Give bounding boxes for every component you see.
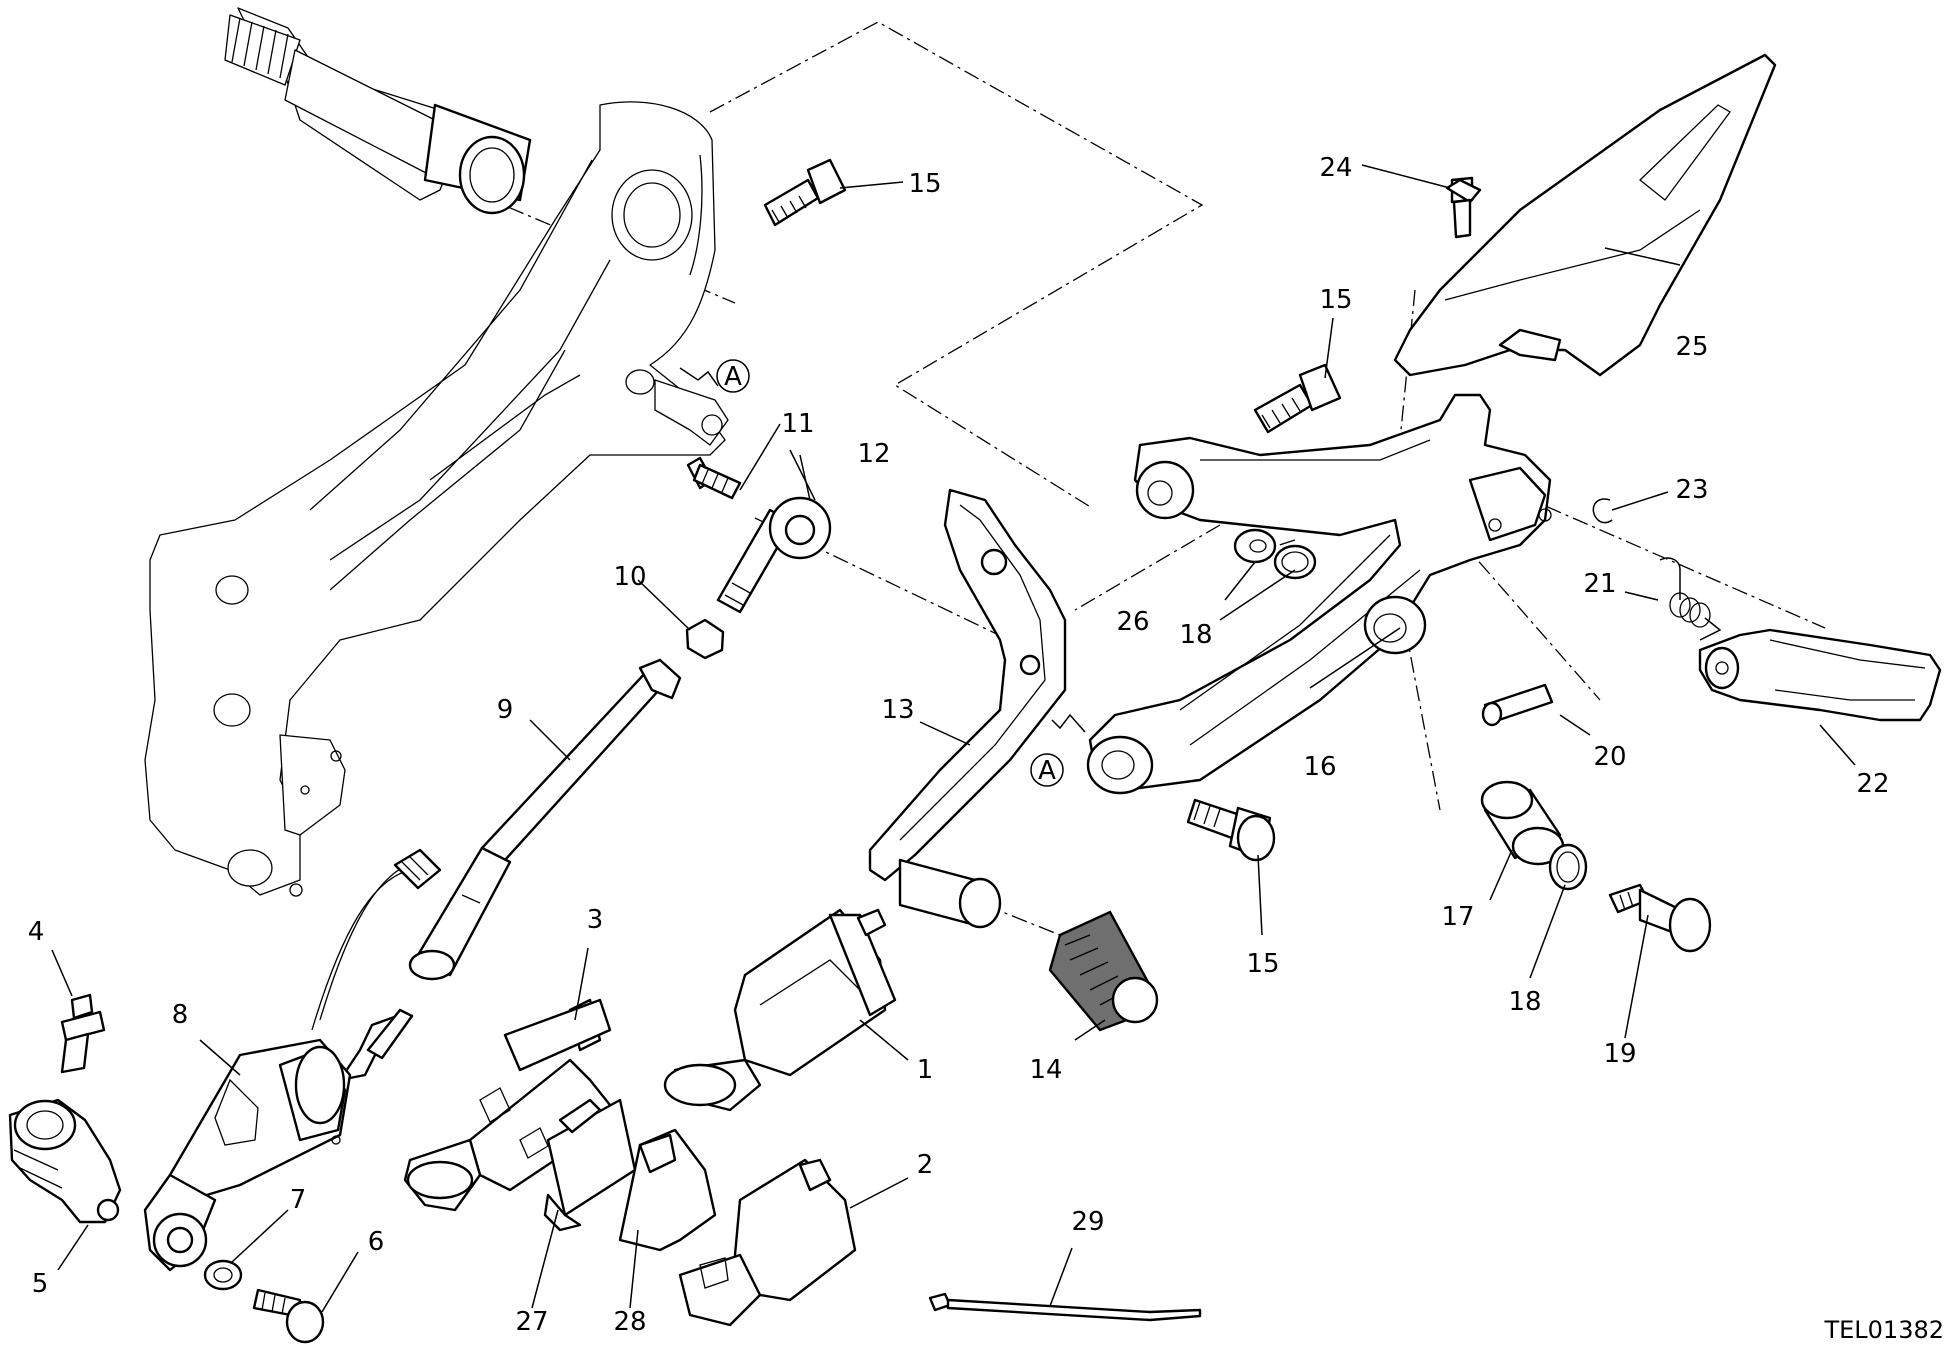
reference-mark-upper: A bbox=[679, 359, 750, 393]
bolt-19 bbox=[1608, 883, 1712, 953]
callout-14: 14 bbox=[1029, 1055, 1062, 1085]
heel-guard-25 bbox=[1393, 53, 1777, 377]
bolt-15-lower bbox=[1186, 798, 1276, 862]
callout-3: 3 bbox=[587, 905, 604, 935]
connector-3 bbox=[403, 998, 612, 1212]
spacer-17 bbox=[1480, 780, 1565, 866]
callout-7: 7 bbox=[290, 1185, 307, 1215]
washer-7 bbox=[203, 1259, 243, 1291]
shift-rod-9 bbox=[408, 658, 682, 981]
connector-27 bbox=[543, 1098, 637, 1232]
callout-13: 13 bbox=[881, 695, 914, 725]
connector-2 bbox=[678, 1158, 857, 1327]
reference-mark-lower-label: A bbox=[1038, 756, 1056, 786]
callouts: 1 2 3 4 5 6 7 8 9 10 11 12 13 14 15 15 1… bbox=[28, 153, 1890, 1337]
callout-23: 23 bbox=[1675, 475, 1708, 505]
callout-18-lower: 18 bbox=[1508, 987, 1541, 1017]
callout-4: 4 bbox=[28, 917, 45, 947]
callout-15-upper: 15 bbox=[908, 169, 941, 199]
callout-22: 22 bbox=[1856, 769, 1889, 799]
callout-26: 26 bbox=[1116, 607, 1149, 637]
callout-21: 21 bbox=[1583, 569, 1616, 599]
footpeg-22 bbox=[1698, 628, 1942, 722]
pin-20 bbox=[1481, 683, 1554, 727]
callout-15-mid: 15 bbox=[1319, 285, 1352, 315]
callout-16: 16 bbox=[1303, 752, 1336, 782]
callout-5: 5 bbox=[32, 1269, 49, 1299]
rod-end-12 bbox=[716, 496, 832, 614]
callout-25: 25 bbox=[1675, 332, 1708, 362]
reference-mark-lower: A bbox=[1030, 713, 1086, 787]
oring-18-lower bbox=[1548, 843, 1588, 891]
callout-6: 6 bbox=[368, 1227, 385, 1257]
callout-28: 28 bbox=[613, 1307, 646, 1337]
callout-18-upper: 18 bbox=[1179, 620, 1212, 650]
cable-tie-29 bbox=[928, 1292, 1202, 1322]
callout-29: 29 bbox=[1071, 1207, 1104, 1237]
clamp-5 bbox=[8, 1098, 122, 1224]
washer-26 bbox=[1233, 528, 1277, 564]
screw-6 bbox=[252, 1288, 325, 1344]
spring-21 bbox=[1659, 557, 1722, 641]
callout-9: 9 bbox=[497, 695, 514, 725]
quickshifter-8 bbox=[143, 848, 442, 1272]
shift-lever-13 bbox=[868, 488, 1067, 929]
oring-18-upper bbox=[1273, 544, 1317, 580]
callout-8: 8 bbox=[172, 1000, 189, 1030]
callout-1: 1 bbox=[917, 1055, 934, 1085]
callout-12: 12 bbox=[857, 439, 890, 469]
rubber-pad-14 bbox=[1048, 910, 1159, 1032]
callout-24: 24 bbox=[1319, 153, 1352, 183]
connector-28 bbox=[618, 1128, 717, 1252]
callout-10: 10 bbox=[613, 562, 646, 592]
nut-10 bbox=[685, 618, 725, 660]
reference-mark-upper-label: A bbox=[724, 362, 742, 392]
bolt-4 bbox=[60, 993, 106, 1074]
footpeg-bracket-16 bbox=[1086, 393, 1552, 795]
callout-19: 19 bbox=[1603, 1039, 1636, 1069]
leader-lines bbox=[51, 164, 1856, 1313]
callout-15-lower: 15 bbox=[1246, 949, 1279, 979]
bolt-15-upper bbox=[763, 158, 847, 227]
callout-20: 20 bbox=[1593, 742, 1626, 772]
bolt-24 bbox=[1445, 176, 1482, 239]
callout-2: 2 bbox=[917, 1150, 934, 1180]
connector-1 bbox=[663, 908, 897, 1112]
pivot-pin bbox=[224, 14, 532, 215]
callout-11: 11 bbox=[781, 409, 814, 439]
drawing-code: TEL01382 bbox=[1823, 1316, 1944, 1344]
bolt-15-footpeg bbox=[1253, 363, 1342, 434]
callout-17: 17 bbox=[1441, 902, 1474, 932]
clip-23 bbox=[1592, 498, 1613, 524]
bolt-11 bbox=[686, 456, 742, 500]
callout-27: 27 bbox=[515, 1307, 548, 1337]
